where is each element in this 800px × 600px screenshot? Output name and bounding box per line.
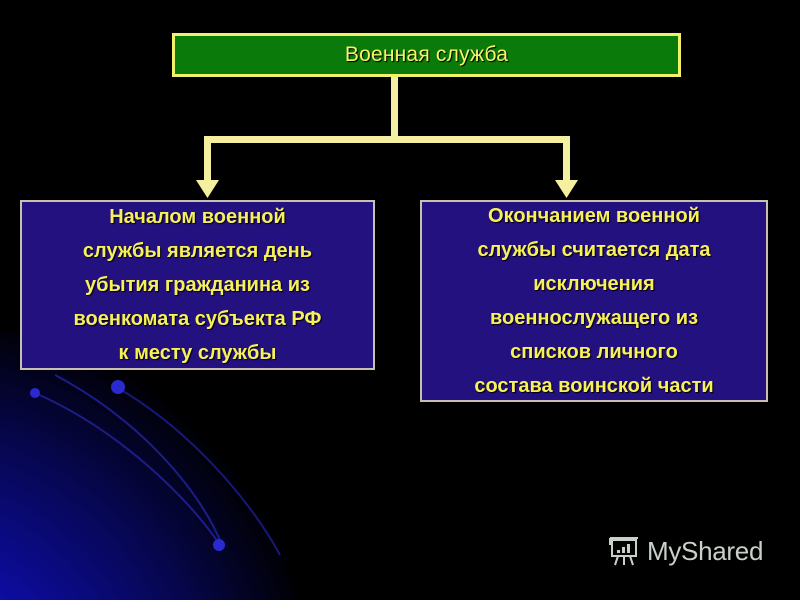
arrow-down-left-icon bbox=[196, 180, 219, 198]
arrow-down-right-icon bbox=[555, 180, 578, 198]
branch-node-end-of-service: Окончанием военной службы считается дата… bbox=[420, 200, 768, 402]
root-node-military-service: Военная служба bbox=[172, 33, 681, 77]
branch-node-start-of-service: Началом военной службы является день убы… bbox=[20, 200, 375, 370]
presentation-board-icon bbox=[609, 537, 638, 566]
tree-connector-arrows bbox=[196, 77, 578, 198]
branch-node-start-text: Началом военной службы является день убы… bbox=[73, 206, 322, 364]
background-orbit-arcs bbox=[30, 374, 281, 556]
branch-node-end-text: Окончанием военной службы считается дата… bbox=[474, 205, 714, 397]
root-node-title: Военная служба bbox=[344, 43, 509, 66]
watermark-myshared: MyShared bbox=[607, 534, 763, 568]
watermark-label: MyShared bbox=[647, 535, 764, 566]
